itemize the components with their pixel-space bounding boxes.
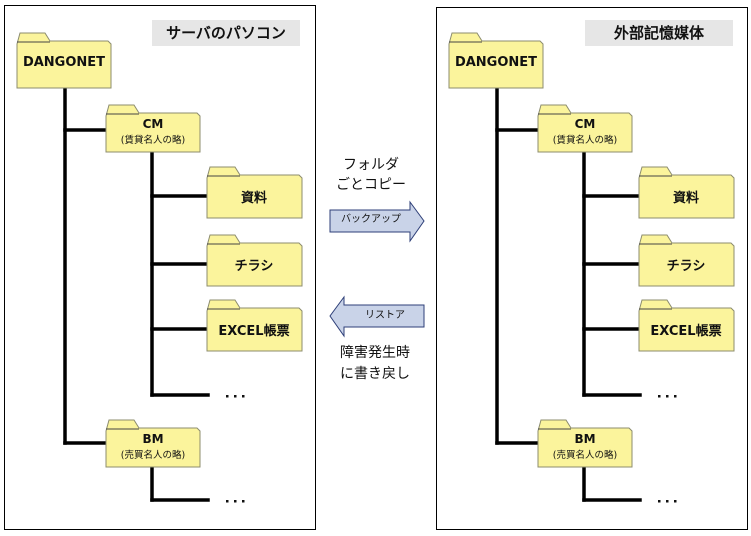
ellipsis-dot — [226, 500, 229, 503]
folder-icon — [638, 234, 735, 287]
cm-folder-label: CM — [575, 117, 596, 131]
external-storage-title: 外部記憶媒体 — [585, 20, 733, 46]
ellipsis-dot — [234, 395, 237, 398]
bm-folder-sublabel: (売買名人の略) — [121, 449, 185, 461]
folder-icon — [206, 299, 303, 352]
backup-caption-line2: ごとコピー — [336, 177, 406, 193]
folder-icon — [105, 419, 201, 468]
root-folder-label: DANGONET — [23, 55, 105, 70]
ellipsis-dot — [666, 395, 669, 398]
ellipsis-dot — [658, 395, 661, 398]
cm-more-ellipsis — [226, 395, 245, 398]
bm-folder-label: BM — [142, 432, 163, 446]
cm-folder-label: CM — [143, 117, 164, 131]
folder-icon — [537, 419, 633, 468]
bm-more-ellipsis — [226, 500, 245, 503]
backup-arrow-icon — [329, 200, 425, 243]
backup-caption-line1: フォルダ — [343, 157, 399, 173]
ellipsis-dot — [234, 500, 237, 503]
cm-child-folder: チラシ — [638, 234, 735, 287]
root-folder: DANGONET — [448, 32, 544, 89]
folder-icon — [105, 104, 201, 153]
cm-child-folder: 資料 — [638, 166, 735, 219]
ellipsis-dot — [242, 500, 245, 503]
cm-child-folder-label: 資料 — [673, 190, 699, 206]
cm-folder: CM (賃貸名人の略) — [105, 104, 201, 153]
ellipsis-dot — [666, 500, 669, 503]
ellipsis-dot — [658, 500, 661, 503]
folder-icon — [638, 299, 735, 352]
folder-icon — [638, 166, 735, 219]
backup-arrow-label: バックアップ — [341, 214, 401, 225]
ellipsis-dot — [674, 500, 677, 503]
restore-arrow-label: リストア — [365, 310, 405, 321]
bm-folder: BM (売買名人の略) — [537, 419, 633, 468]
bm-folder-sublabel: (売買名人の略) — [553, 449, 617, 461]
folder-icon — [537, 104, 633, 153]
folder-icon — [206, 166, 303, 219]
cm-child-folder-label: チラシ — [235, 259, 274, 274]
restore-arrow-icon — [329, 295, 425, 338]
cm-child-folder: EXCEL帳票 — [206, 299, 303, 352]
cm-folder-sublabel: (賃貸名人の略) — [121, 134, 185, 146]
root-folder: DANGONET — [16, 32, 112, 89]
cm-child-folder-label: チラシ — [667, 259, 706, 274]
cm-folder: CM (賃貸名人の略) — [537, 104, 633, 153]
bm-folder: BM (売買名人の略) — [105, 419, 201, 468]
root-folder-label: DANGONET — [455, 55, 537, 70]
cm-folder-sublabel: (賃貸名人の略) — [553, 134, 617, 146]
ellipsis-dot — [226, 395, 229, 398]
cm-child-folder-label: EXCEL帳票 — [650, 323, 721, 339]
restore-caption-line2: に書き戻し — [340, 366, 410, 382]
cm-child-folder-label: 資料 — [241, 190, 267, 206]
cm-child-folder-label: EXCEL帳票 — [218, 323, 289, 339]
ellipsis-dot — [674, 395, 677, 398]
folder-icon — [206, 234, 303, 287]
server-pc-title: サーバのパソコン — [152, 20, 300, 46]
bm-folder-label: BM — [574, 432, 595, 446]
bm-more-ellipsis — [658, 500, 677, 503]
restore-caption-line1: 障害発生時 — [340, 345, 410, 361]
folder-icon — [16, 32, 112, 89]
cm-child-folder: チラシ — [206, 234, 303, 287]
cm-child-folder: EXCEL帳票 — [638, 299, 735, 352]
cm-more-ellipsis — [658, 395, 677, 398]
folder-icon — [448, 32, 544, 89]
cm-child-folder: 資料 — [206, 166, 303, 219]
ellipsis-dot — [242, 395, 245, 398]
